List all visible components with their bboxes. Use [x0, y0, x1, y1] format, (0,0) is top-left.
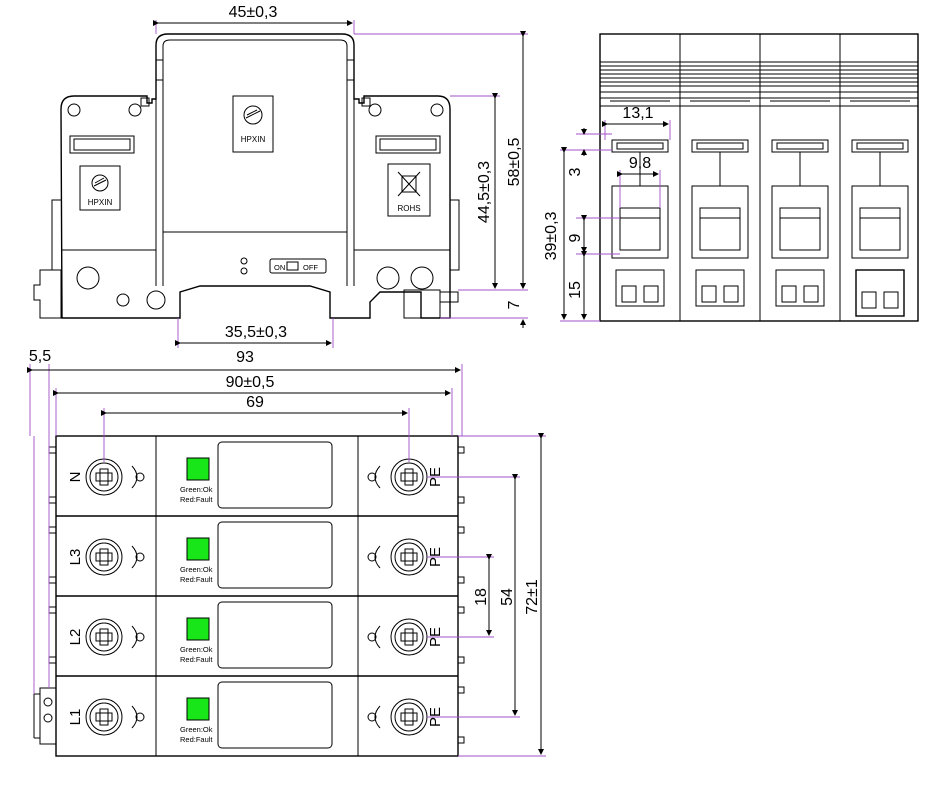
dim-side-total: 39±0,3	[543, 211, 560, 260]
status-indicator	[186, 697, 210, 721]
rohs-text: ROHS	[397, 204, 420, 213]
logo-text-center: HPXIN	[241, 135, 266, 144]
terminal-screw-right	[390, 618, 428, 656]
label-window	[217, 601, 333, 669]
screw-hole	[67, 103, 81, 117]
terminal-screw-right	[390, 458, 428, 496]
dim-total-width: 93	[236, 349, 254, 366]
dim-body-width: 90±0,5	[226, 374, 275, 391]
status-indicator	[186, 537, 210, 561]
window-slot-left	[69, 135, 135, 154]
front-body-outline	[60, 33, 451, 319]
terminal-screw-left	[85, 698, 123, 736]
dim-height-front: 44,5±0,3	[476, 161, 493, 223]
top-view	[33, 435, 465, 757]
module-row-2: L3 Green:Ok Red:Fault PE	[67, 521, 444, 589]
terminal-screw-left	[85, 458, 123, 496]
logo-text-left: HPXIN	[88, 198, 113, 207]
status-indicator	[186, 617, 210, 641]
window-slot-right	[375, 135, 441, 154]
pole-1	[611, 139, 669, 307]
screw-hole	[430, 103, 444, 117]
pole-3	[771, 139, 829, 307]
front-view-dimensions: 45±0,3 44,5±0,3 58±0,5 7 35,5±0,3	[153, 4, 528, 348]
terminal-label-left: L1	[67, 709, 84, 726]
din-clip-bottom	[39, 687, 57, 745]
terminal-screw-right	[390, 698, 428, 736]
dim-side-a: 3	[567, 167, 584, 176]
side-view-dimensions: 13,1 9,8 3 9 15 39±0,3	[543, 105, 671, 322]
din-clip-right-tab	[440, 291, 459, 303]
status-line2: Red:Fault	[180, 735, 213, 744]
center-cover	[162, 39, 348, 233]
label-window	[217, 521, 333, 589]
status-line2: Red:Fault	[180, 495, 213, 504]
on-off-switch	[269, 258, 327, 274]
top-ribs	[600, 61, 918, 107]
front-view: HPXIN HPXIN ROHS ON OFF	[33, 33, 460, 319]
status-line1: Green:Ok	[180, 485, 213, 494]
left-edge-tabs	[48, 446, 465, 744]
side-view	[599, 33, 919, 322]
module-row-4: L1 Green:Ok Red:Fault PE	[67, 681, 444, 749]
dim-side-pitch: 13,1	[622, 105, 653, 122]
dim-width-top: 45±0,3	[229, 4, 278, 21]
terminal-label-left: L3	[67, 549, 84, 566]
terminal-screw-left	[85, 538, 123, 576]
module-row-1: N Green:Ok Red:Fault PE	[67, 441, 444, 509]
status-line2: Red:Fault	[180, 655, 213, 664]
dim-rail-gap: 7	[506, 300, 523, 309]
terminal-label-left: N	[67, 472, 84, 483]
label-window	[217, 441, 333, 509]
din-clip-left	[33, 269, 62, 319]
side-body	[599, 33, 919, 322]
status-indicator	[186, 457, 210, 481]
dim-side-b: 9	[567, 233, 584, 242]
dim-side-inner: 9,8	[629, 155, 651, 172]
label-window	[217, 681, 333, 749]
dim-total-height: 72±1	[524, 579, 541, 615]
hpxin-logo-center	[232, 95, 274, 153]
status-line2: Red:Fault	[180, 575, 213, 584]
pole-2	[691, 139, 749, 307]
hpxin-logo-left	[79, 165, 121, 211]
pole-4	[851, 139, 909, 317]
switch-on-label: ON	[274, 263, 285, 272]
switch-off-label: OFF	[303, 263, 318, 272]
dim-rail-width: 35,5±0,3	[225, 324, 287, 341]
dim-outer-pe: 54	[499, 588, 516, 606]
dim-offset: 5,5	[29, 348, 51, 365]
terminal-label-left: L2	[67, 629, 84, 646]
dim-side-c: 15	[567, 281, 584, 299]
module-row-3: L2 Green:Ok Red:Fault PE	[67, 601, 444, 669]
terminal-screw-right	[390, 538, 428, 576]
screw-hole	[128, 103, 142, 117]
status-line1: Green:Ok	[180, 565, 213, 574]
status-line1: Green:Ok	[180, 725, 213, 734]
screw-hole	[368, 103, 382, 117]
left-step	[51, 199, 61, 271]
terminal-screw-left	[85, 618, 123, 656]
rohs-mark	[387, 163, 431, 217]
right-step	[450, 199, 460, 271]
dim-terminal-pitch: 69	[246, 394, 264, 411]
round-feature	[76, 266, 100, 290]
status-line1: Green:Ok	[180, 645, 213, 654]
top-view-dimensions: 5,5 93 90±0,5 69 18 54 72±1	[27, 348, 546, 757]
dim-module-pitch: 18	[473, 588, 490, 606]
dim-height-total: 58±0,5	[506, 137, 523, 186]
din-clip-right	[403, 289, 441, 319]
